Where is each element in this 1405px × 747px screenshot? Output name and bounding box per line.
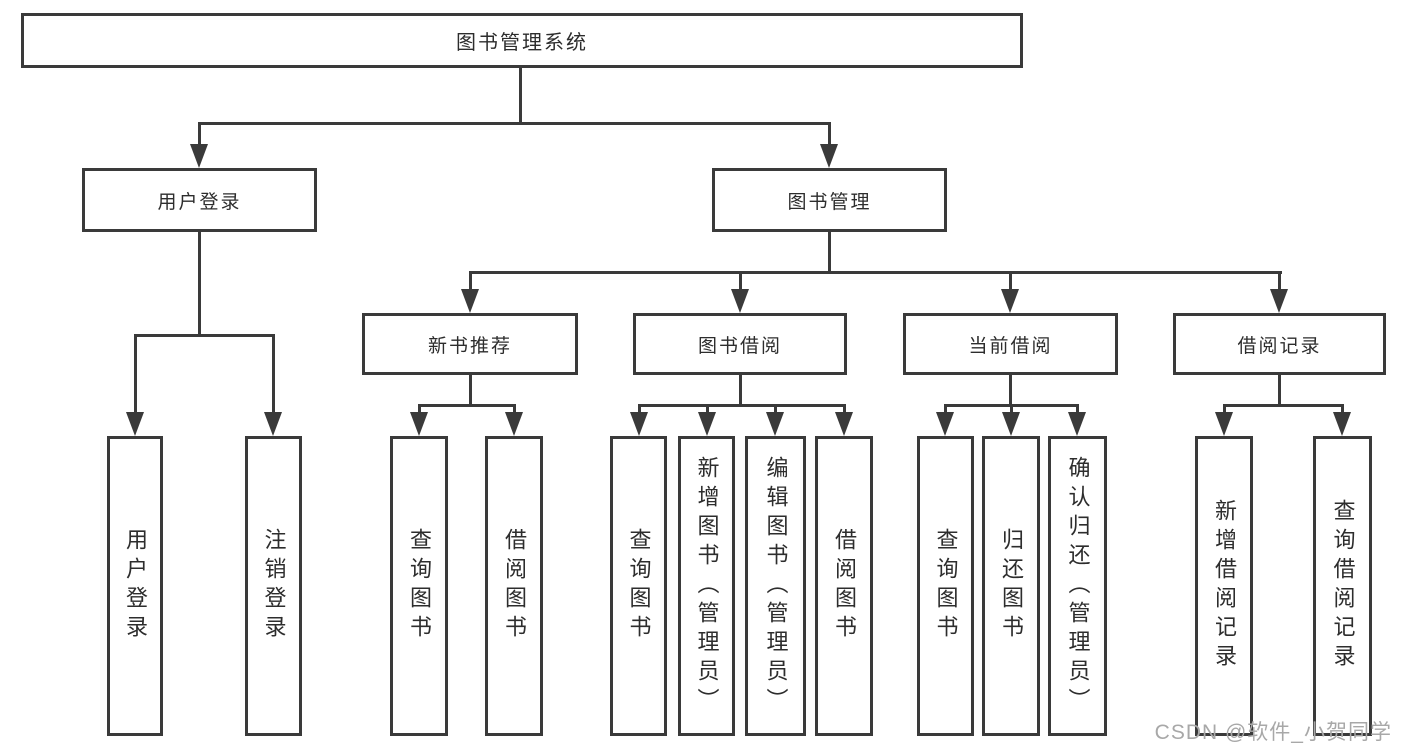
leaf-logout: 注销登录 [245,436,302,736]
connector-horizontal [638,404,846,407]
leaf-confirm-return-admin-label: 确认归还（管理员） [1065,455,1091,717]
leaf-add-books-admin: 新增图书（管理员） [678,436,735,736]
leaf-add-borrow-record: 新增借阅记录 [1195,436,1253,736]
node-current-borrowing-label: 当前借阅 [968,335,1053,357]
connector-stem [739,375,742,406]
connector-horizontal [1223,404,1344,407]
connector-drop [944,404,947,414]
arrow-down-icon [1002,412,1020,436]
connector-drop [134,334,137,414]
node-borrowing-records-label: 借阅记录 [1237,335,1322,357]
arrow-down-icon [731,289,749,313]
arrow-down-icon [126,412,144,436]
arrow-down-icon [1270,289,1288,313]
connector-drop [418,404,421,414]
leaf-edit-books-admin-label: 编辑图书（管理员） [763,455,789,717]
node-new-book-recommendation-label: 新书推荐 [427,335,512,357]
arrow-down-icon [936,412,954,436]
connector-drop [469,271,472,291]
arrow-down-icon [410,412,428,436]
connector-stem [1278,375,1281,406]
arrow-down-icon [630,412,648,436]
connector-drop [1010,404,1013,414]
arrow-down-icon [766,412,784,436]
connector-stem [828,232,831,273]
connector-stem [469,375,472,406]
leaf-query-borrow-record: 查询借阅记录 [1313,436,1372,736]
leaf-query-books-borrowing: 查询图书 [610,436,667,736]
arrow-down-icon [835,412,853,436]
leaf-borrow-books-borrowing: 借阅图书 [815,436,873,736]
leaf-borrow-books-recommend: 借阅图书 [485,436,543,736]
leaf-query-books-recommend: 查询图书 [390,436,448,736]
arrow-down-icon [1333,412,1351,436]
node-system: 图书管理系统 [21,13,1023,68]
leaf-confirm-return-admin: 确认归还（管理员） [1048,436,1107,736]
arrow-down-icon [505,412,523,436]
leaf-borrow-books-borrowing-label: 借阅图书 [832,528,857,644]
arrow-down-icon [1215,412,1233,436]
connector-horizontal [134,334,275,337]
connector-horizontal [469,271,1282,274]
arrow-down-icon [190,144,208,168]
connector-drop [828,122,831,146]
connector-horizontal [198,122,831,125]
leaf-edit-books-admin: 编辑图书（管理员） [745,436,806,736]
arrow-down-icon [1068,412,1086,436]
leaf-query-books-current-label: 查询图书 [933,528,959,644]
connector-drop [739,271,742,291]
node-user-login-label: 用户登录 [157,191,242,213]
leaf-query-borrow-record-label: 查询借阅记录 [1330,499,1356,673]
leaf-return-books: 归还图书 [982,436,1040,736]
arrow-down-icon [461,289,479,313]
leaf-user-login-label: 用户登录 [123,528,148,644]
connector-drop [1341,404,1344,414]
arrow-down-icon [264,412,282,436]
connector-drop [1076,404,1079,414]
connector-drop [1278,271,1281,291]
arrow-down-icon [820,144,838,168]
connector-drop [843,404,846,414]
leaf-logout-label: 注销登录 [261,528,287,644]
node-book-management: 图书管理 [712,168,947,232]
node-book-borrowing-label: 图书借阅 [697,335,782,357]
leaf-query-books-borrowing-label: 查询图书 [626,528,652,644]
node-book-management-label: 图书管理 [787,191,872,213]
node-user-login: 用户登录 [82,168,317,232]
node-current-borrowing: 当前借阅 [903,313,1118,375]
leaf-user-login: 用户登录 [107,436,163,736]
connector-drop [706,404,709,414]
leaf-return-books-label: 归还图书 [999,528,1024,644]
connector-drop [774,404,777,414]
node-new-book-recommendation: 新书推荐 [362,313,578,375]
connector-stem [1009,375,1012,406]
connector-drop [272,334,275,414]
arrow-down-icon [1001,289,1019,313]
connector-drop [198,122,201,146]
connector-drop [1223,404,1226,414]
leaf-add-borrow-record-label: 新增借阅记录 [1212,499,1237,673]
connector-drop [638,404,641,414]
node-borrowing-records: 借阅记录 [1173,313,1386,375]
connector-drop [1009,271,1012,291]
arrow-down-icon [698,412,716,436]
leaf-add-books-admin-label: 新增图书（管理员） [694,455,720,717]
node-system-label: 图书管理系统 [456,32,588,54]
leaf-borrow-books-recommend-label: 借阅图书 [502,528,527,644]
connector-drop [513,404,516,414]
connector-stem [198,232,201,336]
leaf-query-books-recommend-label: 查询图书 [407,528,432,644]
leaf-query-books-current: 查询图书 [917,436,974,736]
node-book-borrowing: 图书借阅 [633,313,847,375]
watermark: CSDN @软件_小贺同学 [1154,721,1392,744]
connector-horizontal [418,404,516,407]
connector-stem [519,68,522,124]
